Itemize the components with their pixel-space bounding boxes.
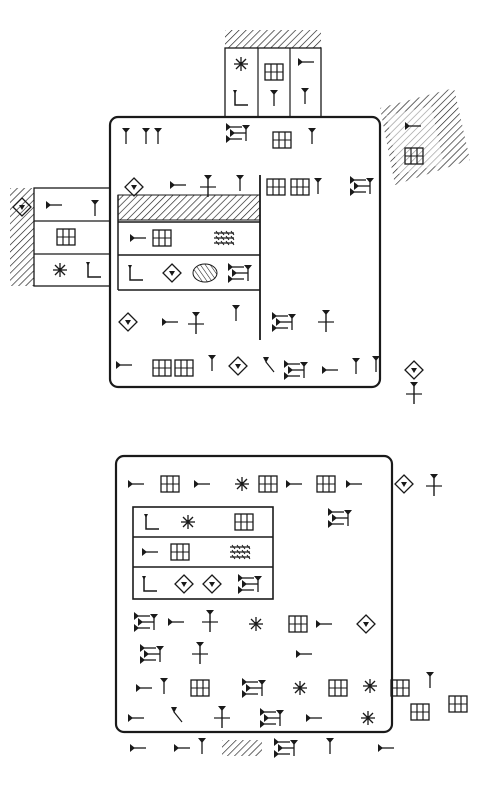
top-edge-flap xyxy=(224,30,322,119)
right-edge-flap xyxy=(380,88,470,185)
inscription-lower-edge xyxy=(129,737,395,758)
seal-impression-upper xyxy=(117,175,261,340)
tablet-upper xyxy=(10,30,470,405)
left-edge-flap xyxy=(10,187,113,287)
seal-impression-lower xyxy=(132,506,274,600)
tablet-lower xyxy=(114,454,468,758)
tablet-upper-outline xyxy=(108,115,382,389)
